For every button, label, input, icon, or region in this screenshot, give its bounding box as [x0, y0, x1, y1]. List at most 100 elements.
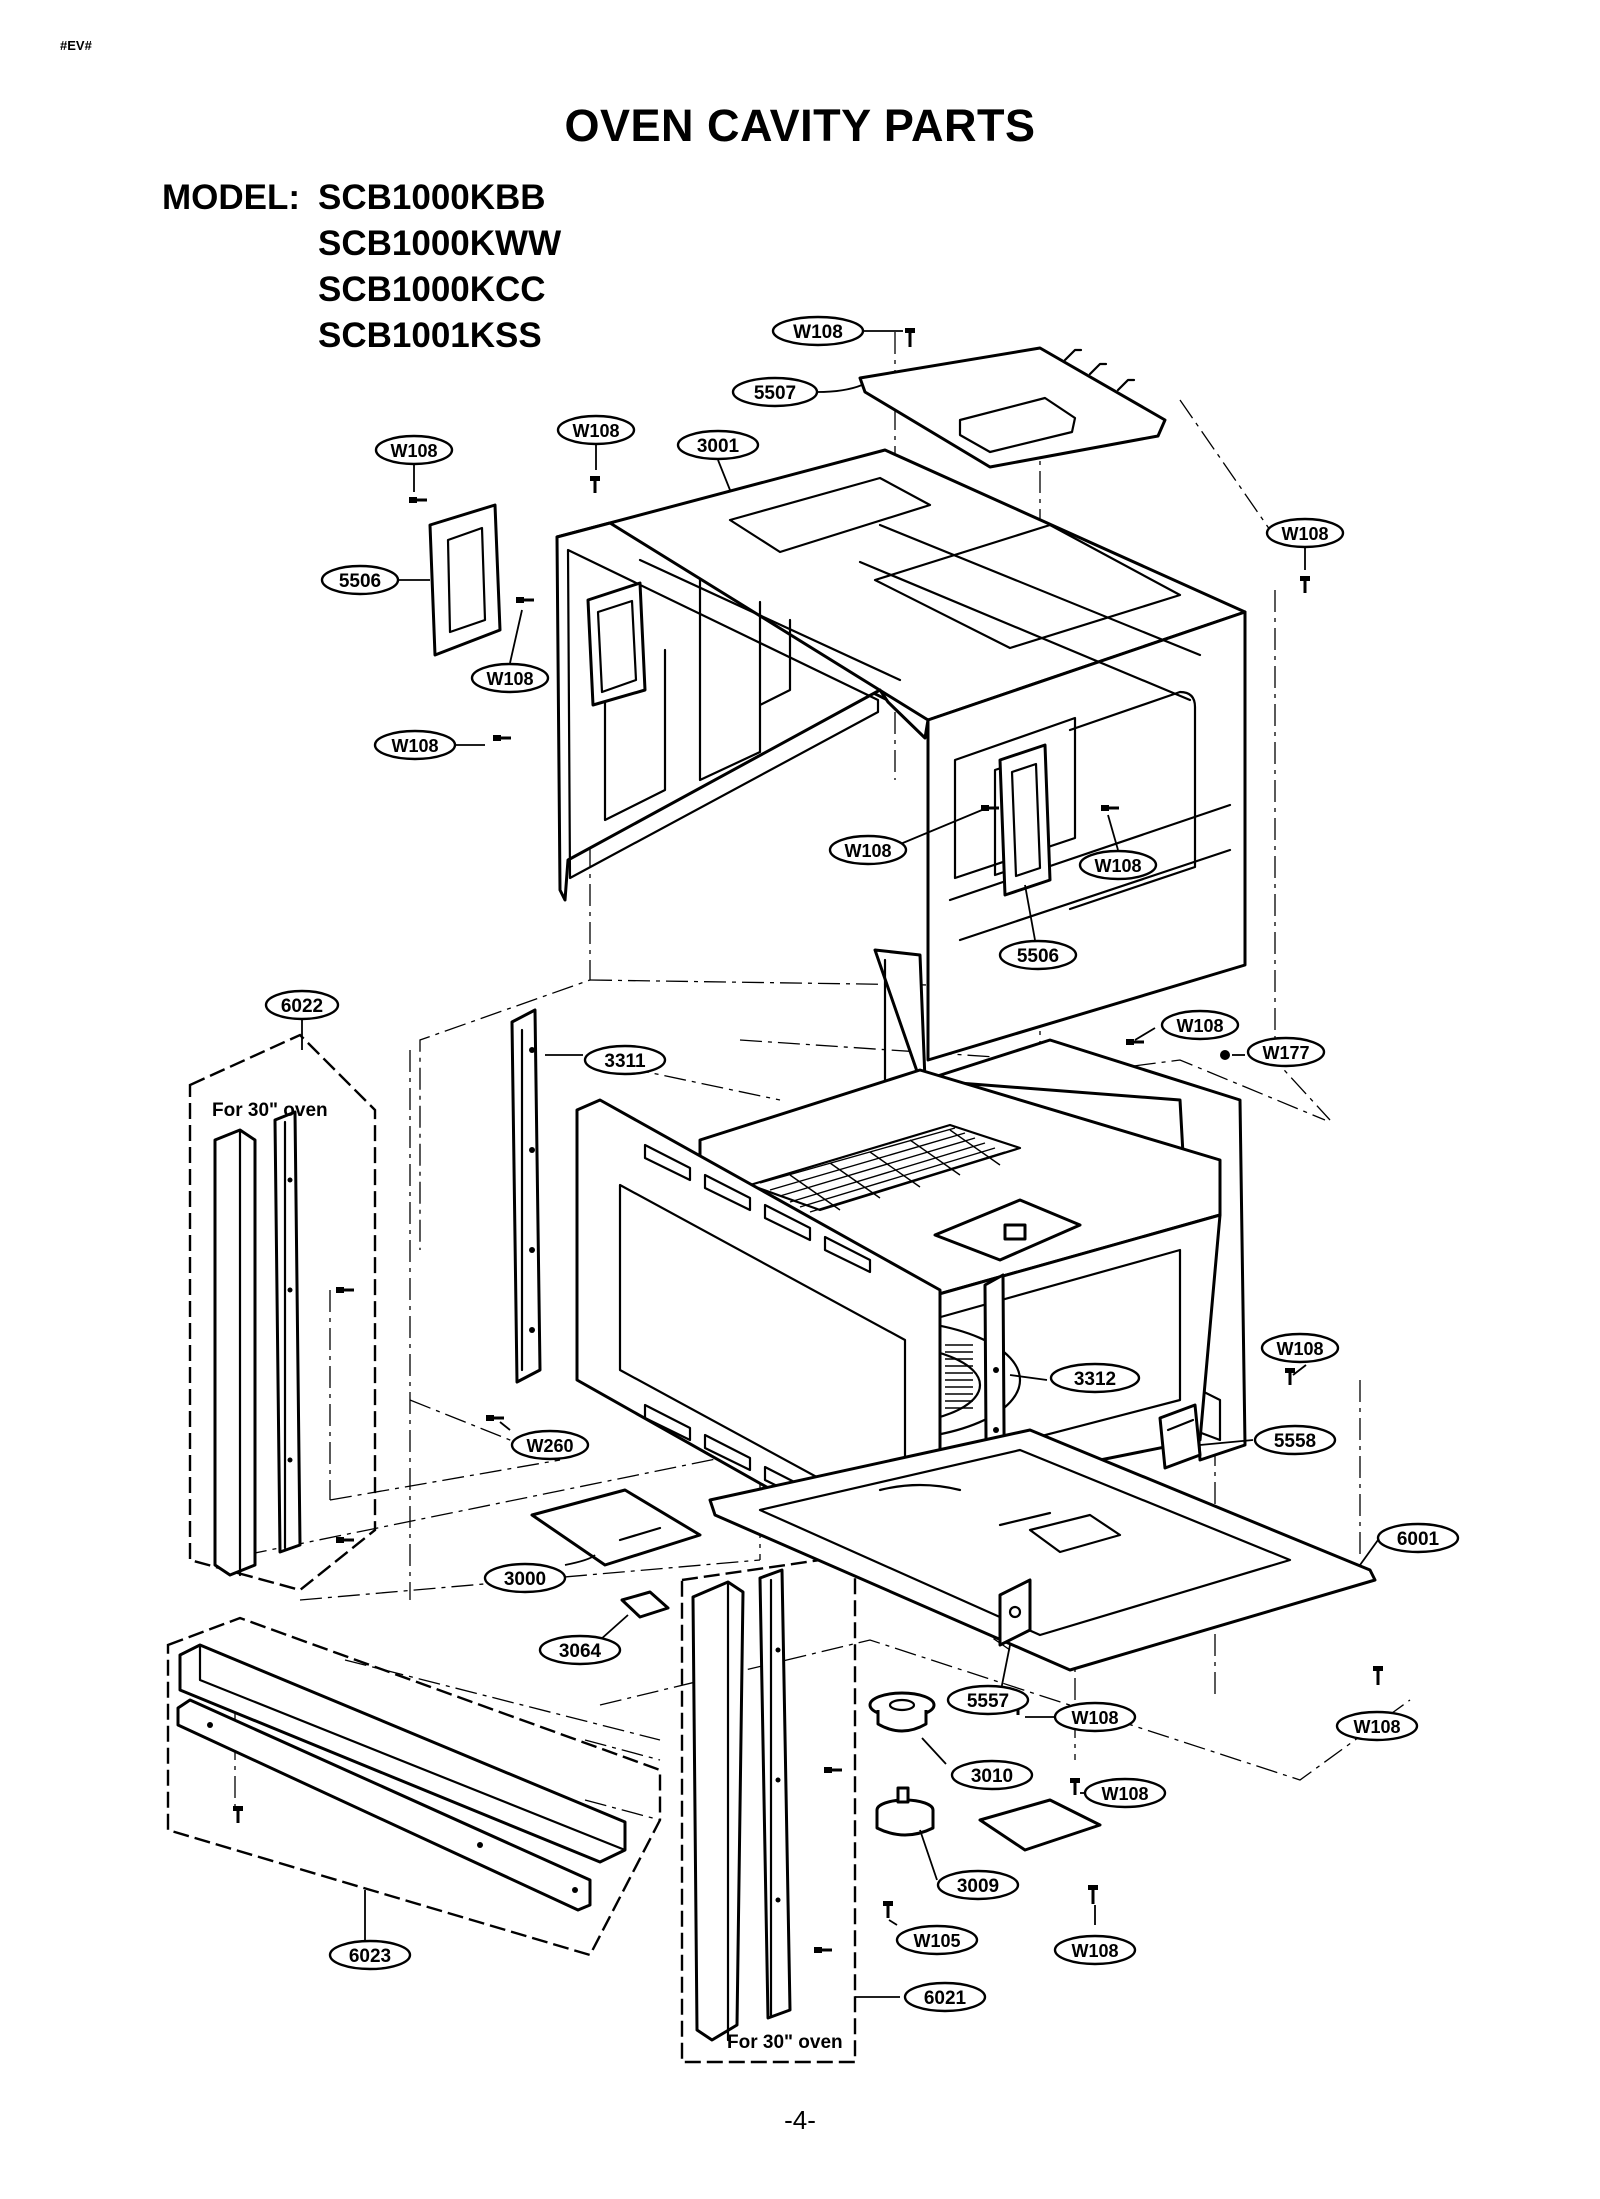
svg-text:W108: W108 — [391, 736, 438, 756]
plate-3064 — [620, 1590, 670, 1619]
svg-text:W260: W260 — [526, 1436, 573, 1456]
callout-w108-c: W108 — [1265, 517, 1345, 549]
svg-text:5557: 5557 — [967, 1691, 1009, 1712]
leader-lines — [301, 330, 1379, 1998]
base-plate-6001 — [708, 1428, 1377, 1672]
svg-text:5506: 5506 — [339, 571, 381, 592]
svg-text:6001: 6001 — [1397, 1529, 1440, 1550]
svg-text:W108: W108 — [1101, 1784, 1148, 1804]
svg-text:W108: W108 — [1176, 1016, 1223, 1036]
svg-text:5507: 5507 — [754, 383, 796, 404]
svg-text:W105: W105 — [913, 1931, 960, 1951]
callout-3000: 3000 — [483, 1562, 567, 1594]
svg-text:W177: W177 — [1262, 1043, 1309, 1063]
callout-w108-i: W108 — [1260, 1332, 1340, 1364]
motor-cover — [978, 1798, 1102, 1852]
svg-text:6021: 6021 — [924, 1988, 967, 2009]
callout-6023: 6023 — [328, 1939, 412, 1971]
callout-w108-k: W108 — [1335, 1710, 1419, 1742]
model-number-1: SCB1000KBB — [318, 178, 546, 217]
coupler-3010 — [868, 1691, 936, 1733]
group-outline-6022 — [188, 1033, 377, 1592]
svg-text:W108: W108 — [844, 841, 891, 861]
callout-w108-g: W108 — [1078, 849, 1158, 881]
callout-w108-f: W108 — [828, 834, 908, 866]
bracket-5557 — [998, 1578, 1032, 1647]
document-code: #EV# — [60, 38, 92, 53]
page-number: -4- — [784, 2105, 816, 2135]
group-outline-6023 — [166, 1616, 662, 1957]
group-outline-6021 — [680, 1553, 857, 2064]
callout-w177: W177 — [1246, 1036, 1326, 1068]
page-title: OVEN CAVITY PARTS — [564, 100, 1036, 151]
svg-text:W108: W108 — [1353, 1717, 1400, 1737]
svg-text:W108: W108 — [1276, 1339, 1323, 1359]
top-cover-5507 — [858, 346, 1167, 469]
callout-w108-h: W108 — [1160, 1009, 1240, 1041]
model-number-2: SCB1000KWW — [318, 224, 562, 263]
svg-text:3312: 3312 — [1074, 1369, 1116, 1390]
model-number-3: SCB1000KCC — [318, 270, 546, 309]
screws — [233, 328, 1383, 1953]
callout-5557: 5557 — [946, 1684, 1030, 1716]
oven-cavity — [575, 1068, 1222, 1574]
callout-5506-right: 5506 — [998, 939, 1078, 971]
svg-text:3010: 3010 — [971, 1766, 1013, 1787]
bracket-5558 — [1158, 1403, 1202, 1470]
callout-6022: 6022 — [264, 989, 340, 1021]
callout-w108-e: W108 — [373, 729, 457, 761]
callout-5558: 5558 — [1253, 1424, 1337, 1456]
svg-text:6022: 6022 — [281, 996, 323, 1017]
side-vent-holes — [945, 1344, 973, 1409]
svg-text:3009: 3009 — [957, 1876, 999, 1897]
group-label-6022: For 30" oven — [212, 1100, 328, 1121]
callout-6021: 6021 — [903, 1981, 987, 2013]
motor-3009 — [875, 1786, 935, 1837]
callout-5506-left: 5506 — [320, 564, 400, 596]
callout-3064: 3064 — [538, 1634, 622, 1666]
svg-text:5506: 5506 — [1017, 946, 1059, 967]
side-gasket-5506-left — [428, 503, 502, 657]
callout-w260: W260 — [510, 1429, 590, 1461]
callout-w108-b: W108 — [374, 434, 454, 466]
callout-3010: 3010 — [950, 1759, 1034, 1791]
callout-5507: 5507 — [731, 376, 819, 408]
callout-w105: W105 — [895, 1924, 979, 1956]
svg-text:W108: W108 — [1071, 1941, 1118, 1961]
callout-6001: 6001 — [1376, 1522, 1460, 1554]
svg-text:W108: W108 — [793, 322, 843, 343]
svg-text:W108: W108 — [390, 441, 437, 461]
svg-text:W108: W108 — [486, 669, 533, 689]
svg-text:3001: 3001 — [697, 436, 740, 457]
svg-text:3064: 3064 — [559, 1641, 602, 1662]
side-trim-6021 — [691, 1568, 792, 2042]
callout-w108-j: W108 — [1053, 1701, 1137, 1733]
svg-text:W108: W108 — [1094, 856, 1141, 876]
side-trim-6022 — [213, 1110, 302, 1577]
callout-3311: 3311 — [583, 1044, 667, 1076]
svg-text:6023: 6023 — [349, 1946, 391, 1967]
svg-text:W108: W108 — [1071, 1708, 1118, 1728]
bottom-trim-6023 — [176, 1643, 627, 1912]
callout-3009: 3009 — [936, 1869, 1020, 1901]
callout-w108-l: W108 — [1083, 1777, 1167, 1809]
callout-w108-top: W108 — [771, 315, 865, 347]
svg-text:W108: W108 — [1281, 524, 1328, 544]
svg-text:W108: W108 — [572, 421, 619, 441]
vent-grille — [759, 1127, 1006, 1213]
callouts: W108 5507 W108 3001 W108 W108 5506 W108 … — [264, 315, 1460, 2013]
svg-text:3000: 3000 — [504, 1569, 546, 1590]
callout-3001: 3001 — [676, 429, 760, 461]
svg-text:3311: 3311 — [604, 1051, 646, 1072]
model-number-4: SCB1001KSS — [318, 316, 542, 355]
callout-3312: 3312 — [1049, 1362, 1141, 1394]
callout-w108-d: W108 — [470, 662, 550, 694]
svg-text:5558: 5558 — [1274, 1431, 1316, 1452]
callout-w108-a: W108 — [556, 414, 636, 446]
plate-3000 — [530, 1488, 702, 1567]
bracket-3311 — [510, 1008, 542, 1384]
model-label: MODEL: — [162, 178, 301, 217]
group-label-6021: For 30" oven — [727, 2032, 843, 2053]
callout-w108-m: W108 — [1053, 1934, 1137, 1966]
